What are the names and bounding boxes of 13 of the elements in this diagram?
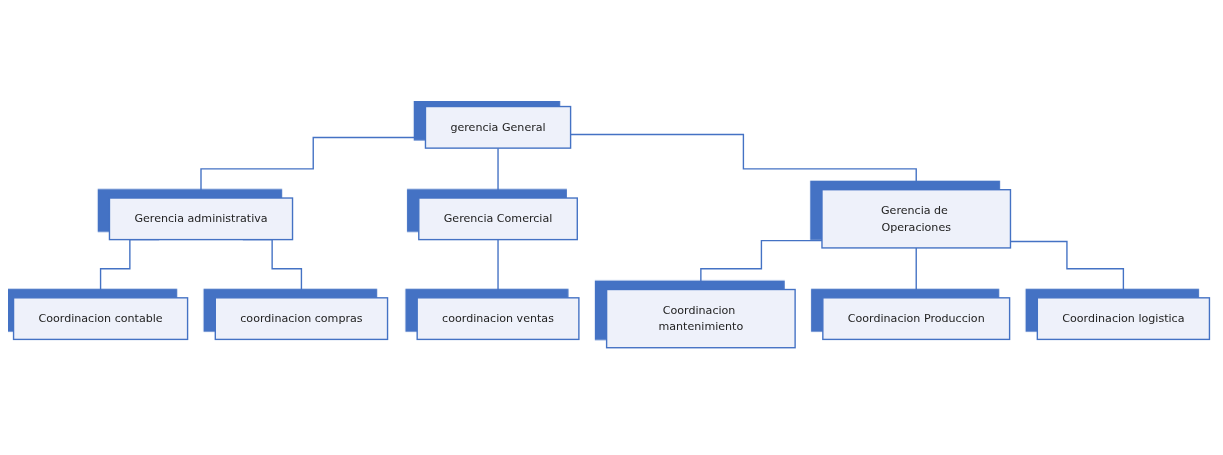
node-box: Coordinacion mantenimiento [605, 289, 796, 349]
node-box: coordinacion compras [214, 297, 389, 341]
node-box: Gerencia de Operaciones [821, 189, 1012, 249]
connector [497, 147, 499, 200]
node-box: Coordinacion Produccion [822, 297, 1011, 341]
node-box: Gerencia Comercial [418, 197, 578, 241]
node-box: coordinacion ventas [416, 297, 580, 341]
node-box: Coordinacion contable [12, 297, 189, 341]
connector [915, 247, 917, 299]
node-box: gerencia General [424, 106, 572, 150]
node-box: Gerencia administrativa [108, 197, 294, 241]
node-box: Coordinacion logistica [1036, 297, 1211, 341]
connector [497, 239, 499, 299]
